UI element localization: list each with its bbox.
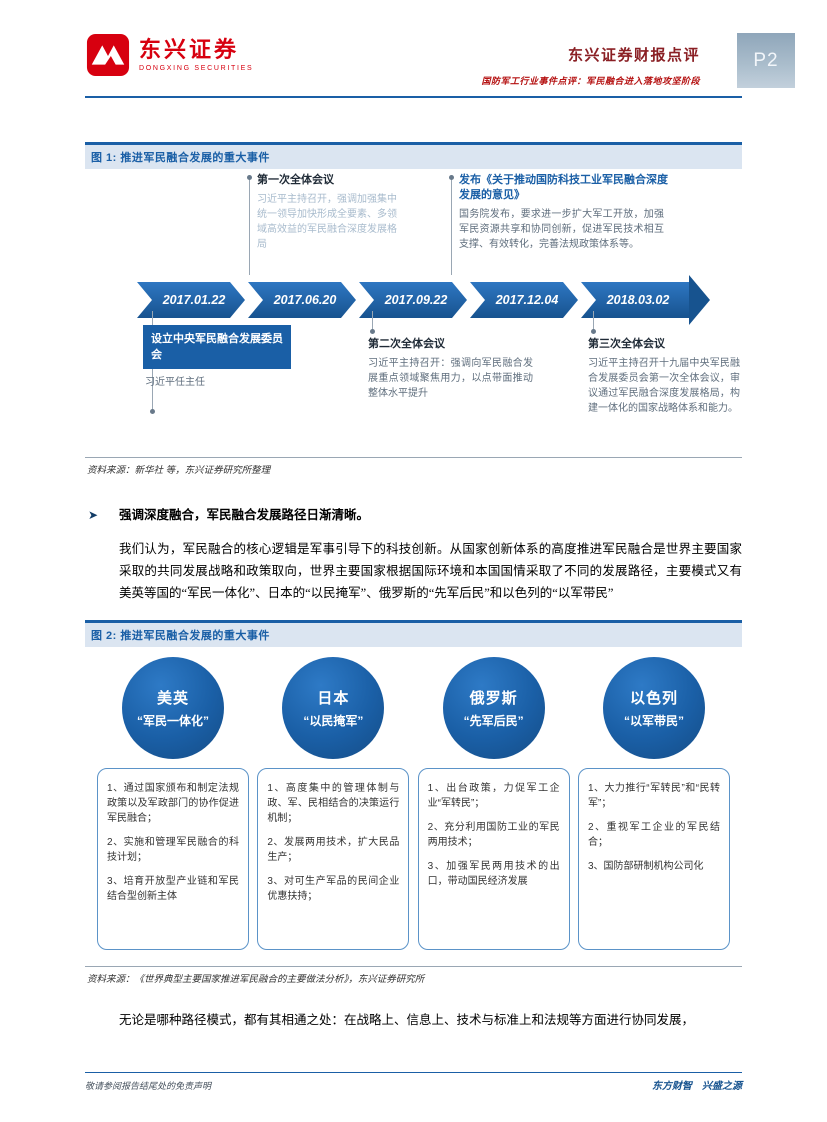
body-paragraph-2: 无论是哪种路径模式，都有其相通之处：在战略上、信息上、技术与标准上和法规等方面进… — [119, 1013, 695, 1027]
section-heading-row: ➤ 强调深度融合，军民融合发展路径日渐清晰。 — [85, 506, 742, 524]
timeline-event-below-2: 第二次全体会议 习近平主持召开：强调向军民融合发展重点领域聚焦用力，以点带面推动… — [368, 337, 540, 401]
figure2-caption: 图 2: 推进军民融合发展的重大事件 — [85, 620, 742, 647]
country-label: 以色列 — [629, 690, 678, 707]
connector-line — [451, 179, 452, 275]
section-heading: 强调深度融合，军民融合发展路径日渐清晰。 — [119, 508, 370, 522]
figure2-source: 资料来源：《世界典型主要国家推进军民融合的主要做法分析》，东兴证券研究所 — [85, 966, 742, 985]
model-points-box: 1、通过国家颁布和制定法规政策以及军政部门的协作促进军民融合； 2、实施和管理军… — [97, 768, 249, 950]
footer-slogan: 东方财智 兴盛之源 — [652, 1081, 742, 1092]
model-point: 2、重视军工企业的军民结合； — [587, 822, 720, 848]
model-point: 3、国防部研制机构公司化 — [587, 861, 704, 872]
model-points-box: 1、高度集中的管理体制与政、军、民相结合的决策运行机制； 2、发展两用技术，扩大… — [257, 768, 410, 950]
body-paragraph-1: 我们认为，军民融合的核心逻辑是军事引导下的科技创新。从国家创新体系的高度推进军民… — [119, 542, 742, 600]
timeline-date-4: 2017.12.04 — [470, 282, 578, 318]
model-column-israel: 以色列 “以军带民” 1、大力推行“军转民”和“民转军”； 2、重视军工企业的军… — [577, 657, 730, 950]
event-desc: 习近平主持召开十九届中央军民融合发展委员会第一次全体会议，审议通过军民融合深度发… — [588, 358, 740, 414]
timeline-event-below-1-desc: 习近平任主任 — [145, 375, 285, 390]
event-desc: 国务院发布，要求进一步扩大军工开放，加强军民资源共享和协同创新，促进军民技术相互… — [459, 209, 664, 250]
event-desc: 习近平主持召开，强调加强集中统一领导加快形成全要素、多领域高效益的军民融合深度发… — [257, 194, 397, 250]
footer-disclaimer: 敬请参阅报告结尾处的免责声明 — [85, 1081, 212, 1091]
model-point: 2、充分利用国防工业的军民两用技术； — [427, 822, 560, 848]
figure1-caption: 图 1: 推进军民融合发展的重大事件 — [85, 142, 742, 169]
model-column-us-uk: 美英 “军民一体化” 1、通过国家颁布和制定法规政策以及军政部门的协作促进军民融… — [97, 657, 249, 950]
connector-line — [372, 311, 373, 331]
figure1-timeline: 第一次全体会议 习近平主持召开，强调加强集中统一领导加快形成全要素、多领域高效益… — [85, 169, 742, 457]
report-title: 东兴证券财报点评 — [567, 47, 700, 64]
connector-line — [593, 311, 594, 331]
connector-dot — [591, 329, 596, 334]
timeline-date-2: 2017.06.20 — [248, 282, 356, 318]
footer-divider — [85, 1072, 742, 1073]
event-title: 发布《关于推动国防科技工业军民融合深度发展的意见》 — [459, 174, 668, 201]
country-label: 日本 — [317, 690, 350, 707]
model-label: “以军带民” — [623, 714, 684, 728]
model-points-box: 1、大力推行“军转民”和“民转军”； 2、重视军工企业的军民结合； 3、国防部研… — [577, 768, 730, 950]
connector-line — [249, 179, 250, 275]
model-point: 3、对可生产军品的民间企业优惠扶持； — [267, 876, 400, 902]
model-circle: 俄罗斯 “先军后民” — [442, 657, 545, 759]
model-point: 1、出台政策，力促军工企业“军转民”； — [427, 783, 560, 809]
model-circle: 日本 “以民掩军” — [282, 657, 385, 759]
event-desc: 习近平任主任 — [145, 377, 205, 388]
connector-dot — [370, 329, 375, 334]
model-point: 1、大力推行“军转民”和“民转军”； — [587, 783, 720, 809]
figure1-source: 资料来源：新华社 等，东兴证券研究所整理 — [85, 457, 742, 476]
dongxing-logo-icon — [86, 33, 130, 77]
model-column-russia: 俄罗斯 “先军后民” 1、出台政策，力促军工企业“军转民”； 2、充分利用国防工… — [417, 657, 570, 950]
event-title: 第三次全体会议 — [588, 338, 665, 350]
model-point: 3、培育开放型产业链和军民结合型创新主体 — [107, 876, 239, 902]
connector-dot — [150, 409, 155, 414]
arrow-bullet-icon: ➤ — [88, 508, 99, 522]
timeline-arrows: 2017.01.22 2017.06.20 2017.09.22 2017.12… — [137, 275, 710, 325]
connector-dot — [247, 175, 252, 180]
model-point: 2、发展两用技术，扩大民品生产； — [267, 837, 400, 863]
model-circle: 以色列 “以军带民” — [602, 657, 705, 759]
page-number-badge: P2 — [737, 33, 795, 88]
event-desc: 习近平主持召开：强调向军民融合发展重点领域聚焦用力，以点带面推动整体水平提升 — [368, 358, 533, 399]
logo-name-en: DONGXING SECURITIES — [139, 65, 254, 72]
timeline-event-below-1-title: 设立中央军民融合发展委员会 — [143, 325, 291, 369]
timeline-arrowhead-icon — [689, 275, 710, 325]
company-logo: 东兴证券 DONGXING SECURITIES — [86, 33, 253, 77]
model-point: 1、高度集中的管理体制与政、军、民相结合的决策运行机制； — [267, 783, 400, 824]
timeline-date-5: 2018.03.02 — [581, 282, 689, 318]
timeline-date-1: 2017.01.22 — [137, 282, 245, 318]
model-label: “以民掩军” — [303, 714, 364, 728]
timeline-event-above-2: 发布《关于推动国防科技工业军民融合深度发展的意见》 国务院发布，要求进一步扩大军… — [459, 173, 677, 252]
event-title: 第一次全体会议 — [257, 174, 334, 186]
model-column-japan: 日本 “以民掩军” 1、高度集中的管理体制与政、军、民相结合的决策运行机制； 2… — [257, 657, 410, 950]
country-label: 美英 — [156, 690, 189, 707]
header-divider — [85, 96, 742, 98]
model-points-box: 1、出台政策，力促军工企业“军转民”； 2、充分利用国防工业的军民两用技术； 3… — [417, 768, 570, 950]
model-point: 2、实施和管理军民融合的科技计划； — [107, 837, 239, 863]
country-label: 俄罗斯 — [469, 690, 518, 707]
model-label: “先军后民” — [463, 714, 524, 728]
timeline-event-above-1: 第一次全体会议 习近平主持召开，强调加强集中统一领导加快形成全要素、多领域高效益… — [257, 173, 412, 252]
model-label: “军民一体化” — [136, 714, 209, 728]
model-circle: 美英 “军民一体化” — [122, 657, 224, 759]
model-point: 3、加强军民两用技术的出口，带动国民经济发展 — [427, 861, 560, 887]
timeline-event-below-3: 第三次全体会议 习近平主持召开十九届中央军民融合发展委员会第一次全体会议，审议通… — [588, 337, 746, 416]
event-title: 第二次全体会议 — [368, 338, 445, 350]
logo-name-cn: 东兴证券 — [139, 37, 240, 62]
connector-dot — [449, 175, 454, 180]
figure2-models: 美英 “军民一体化” 1、通过国家颁布和制定法规政策以及军政部门的协作促进军民融… — [85, 647, 742, 966]
model-point: 1、通过国家颁布和制定法规政策以及军政部门的协作促进军民融合； — [107, 783, 239, 824]
timeline-date-3: 2017.09.22 — [359, 282, 467, 318]
report-subtitle: 国防军工行业事件点评：军民融合进入落地攻坚阶段 — [481, 76, 700, 86]
